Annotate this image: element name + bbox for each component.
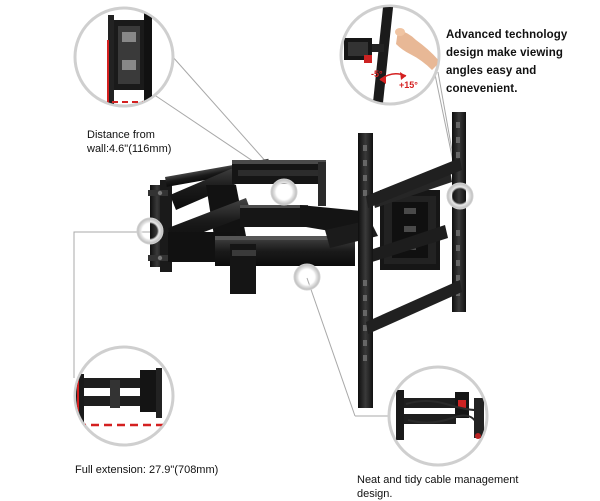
caption-cable: Neat and tidy cable management design.: [357, 474, 519, 500]
tilt-plus-label: +15°: [399, 80, 418, 90]
hotspot-ring-wallplate: [136, 217, 164, 245]
hotspot-ring-cable: [293, 263, 321, 291]
top-rail: [366, 158, 462, 208]
caption-full-extension: Full extension: 27.9"(708mm): [75, 464, 219, 476]
detail-tilt: [339, 4, 441, 106]
caption-advanced: Advanced technology design make viewing …: [446, 29, 568, 95]
detail-distance-from-wall: [73, 6, 175, 108]
hotspot-ring-tilt: [446, 182, 474, 210]
lower-arm: [168, 198, 378, 294]
hotspot-rings: [136, 178, 474, 291]
caption-distance: Distance from wall:4.6"(116mm): [87, 129, 172, 155]
bottom-rail: [366, 280, 462, 334]
detail-full-extension: [73, 345, 175, 447]
tv-rail-left: [358, 133, 373, 408]
detail-cable-management: [387, 365, 489, 467]
hotspot-ring-arm: [270, 178, 298, 206]
tilt-minus-label: -5°: [371, 69, 383, 79]
tv-mount: [148, 112, 466, 408]
